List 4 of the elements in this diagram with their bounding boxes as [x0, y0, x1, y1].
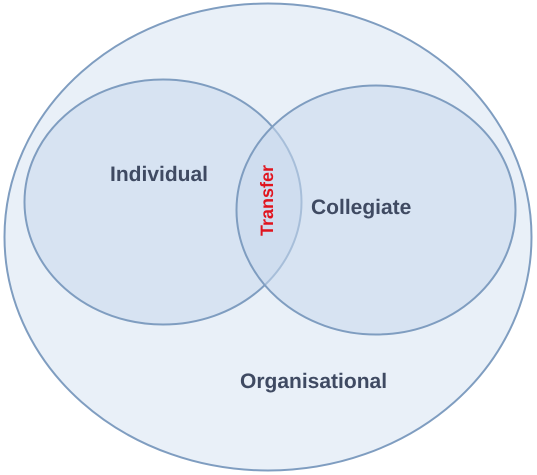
region-label: Individual: [110, 163, 208, 187]
region-label: Organisational: [240, 370, 388, 394]
region-label: Collegiate: [311, 196, 412, 220]
overlap-label: Transfer: [256, 164, 278, 236]
